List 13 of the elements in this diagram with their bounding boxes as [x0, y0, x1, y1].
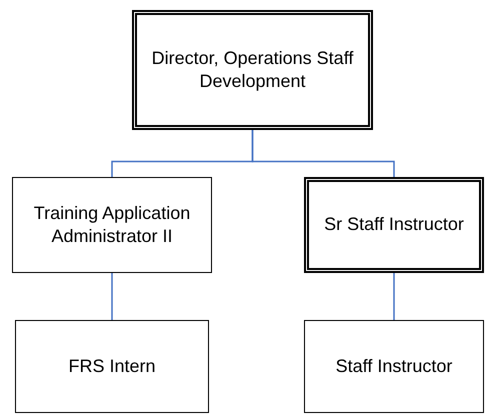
position-box [304, 177, 484, 273]
connector-line [393, 273, 395, 320]
position-box [132, 10, 373, 130]
position-title: FRS Intern [68, 354, 156, 378]
connector-line [252, 130, 395, 177]
position-box [15, 320, 209, 413]
connector-line [111, 273, 113, 320]
position-title: Staff Instructor [336, 354, 452, 378]
position-title: Sr Staff Instructor [324, 213, 464, 236]
position-box [12, 177, 212, 273]
position-title: Director, Operations Staff Development [150, 46, 354, 93]
position-box [304, 320, 484, 413]
position-title: Training Application Administrator II [32, 202, 192, 248]
